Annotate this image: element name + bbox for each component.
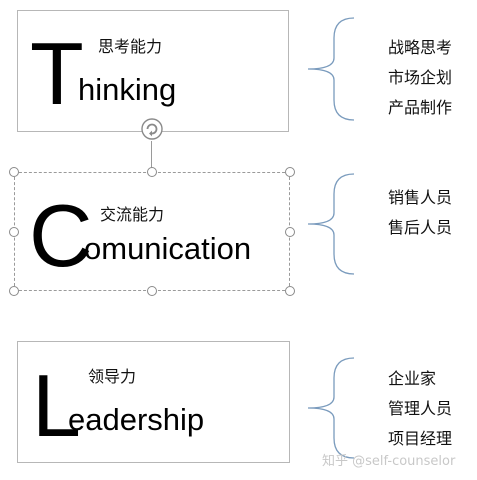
role-list-leadership: 企业家 管理人员 项目经理 xyxy=(388,364,452,454)
cn-title-leadership: 领导力 xyxy=(88,367,137,386)
resize-handle-top-left[interactable] xyxy=(9,167,19,177)
card-thinking[interactable]: T hinking 思考能力 xyxy=(17,10,289,132)
resize-handle-bottom-left[interactable] xyxy=(9,286,19,296)
card-leadership[interactable]: L eadership 领导力 xyxy=(17,341,290,463)
cn-title-thinking: 思考能力 xyxy=(98,37,163,56)
resize-handle-bottom-right[interactable] xyxy=(285,286,295,296)
word-leadership-rest: eadership xyxy=(68,402,205,437)
role-item: 销售人员 xyxy=(388,188,453,207)
role-item: 企业家 xyxy=(388,369,437,388)
role-item: 战略思考 xyxy=(388,38,453,57)
role-item: 产品制作 xyxy=(388,98,453,117)
resize-handle-top[interactable] xyxy=(147,167,157,177)
initial-letter-l: L xyxy=(32,356,81,455)
initial-letter-t: T xyxy=(30,24,84,123)
rotate-handle-icon[interactable] xyxy=(140,117,164,141)
initial-letter-c: C xyxy=(29,186,93,285)
curly-brace-icon xyxy=(307,17,355,121)
resize-handle-bottom[interactable] xyxy=(147,286,157,296)
role-list-thinking: 战略思考 市场企划 产品制作 xyxy=(388,33,452,123)
role-item: 售后人员 xyxy=(388,218,453,237)
cn-title-comunication: 交流能力 xyxy=(100,205,165,224)
resize-handle-left[interactable] xyxy=(9,227,19,237)
role-item: 管理人员 xyxy=(388,399,453,418)
word-comunication-rest: omunication xyxy=(84,231,252,266)
role-item: 市场企划 xyxy=(388,68,453,87)
resize-handle-right[interactable] xyxy=(285,227,295,237)
curly-brace-icon xyxy=(307,173,355,275)
watermark: 知乎 @self-counselor xyxy=(322,454,456,469)
resize-handle-top-right[interactable] xyxy=(285,167,295,177)
rotate-connector-line xyxy=(151,141,152,172)
role-list-comunication: 销售人员 售后人员 xyxy=(388,183,452,243)
card-comunication-selected[interactable]: C omunication 交流能力 xyxy=(14,172,290,291)
role-item: 项目经理 xyxy=(388,429,453,448)
curly-brace-icon xyxy=(307,357,355,459)
word-thinking-rest: hinking xyxy=(78,72,177,107)
